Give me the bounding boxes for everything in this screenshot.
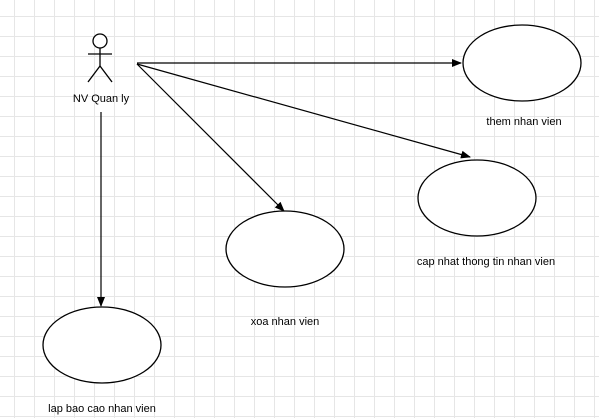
- arrow-to-xoa[interactable]: [136, 63, 285, 212]
- actor-figure[interactable]: [87, 33, 113, 83]
- actor-left-leg: [87, 65, 101, 83]
- usecase-baocao-label: lap bao cao nhan vien: [48, 403, 156, 415]
- usecase-xoa-ellipse[interactable]: [225, 210, 345, 288]
- usecase-capnhat-ellipse[interactable]: [417, 159, 537, 237]
- actor-label: NV Quan ly: [72, 93, 130, 105]
- usecase-them-label: them nhan vien: [486, 116, 562, 128]
- usecase-them-ellipse[interactable]: [462, 24, 582, 102]
- usecase-baocao-ellipse[interactable]: [42, 306, 162, 384]
- usecase-xoa-label: xoa nhan vien: [250, 316, 320, 328]
- arrow-to-capnhat[interactable]: [136, 63, 471, 159]
- actor-head: [92, 33, 108, 49]
- actor-right-leg: [99, 65, 113, 83]
- usecase-capnhat-label: cap nhat thong tin nhan vien: [416, 256, 556, 268]
